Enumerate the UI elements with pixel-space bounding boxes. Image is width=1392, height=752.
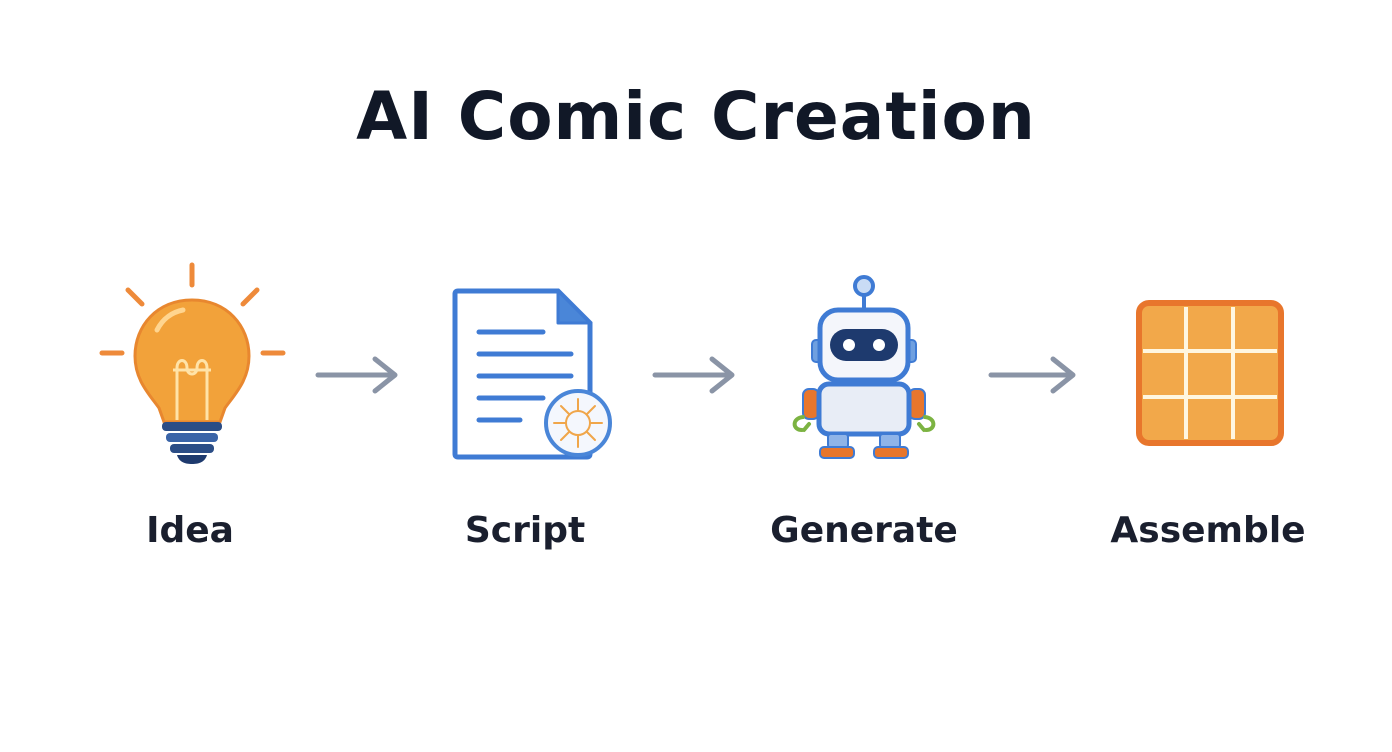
- arrow-right-icon: [315, 356, 398, 394]
- page-title: AI Comic Creation: [356, 78, 1036, 155]
- arrow-right-icon: [988, 356, 1076, 394]
- lightbulb-icon: [99, 262, 286, 464]
- step-label-generate: Generate: [770, 510, 958, 551]
- step-label-assemble: Assemble: [1110, 510, 1306, 551]
- robot-icon: [792, 275, 936, 459]
- step-label-script: Script: [464, 510, 586, 551]
- step-label-idea: Idea: [146, 510, 234, 551]
- arrow-right-icon: [652, 356, 735, 394]
- comic-grid-icon: [1136, 300, 1284, 446]
- script-document-icon: [452, 288, 612, 460]
